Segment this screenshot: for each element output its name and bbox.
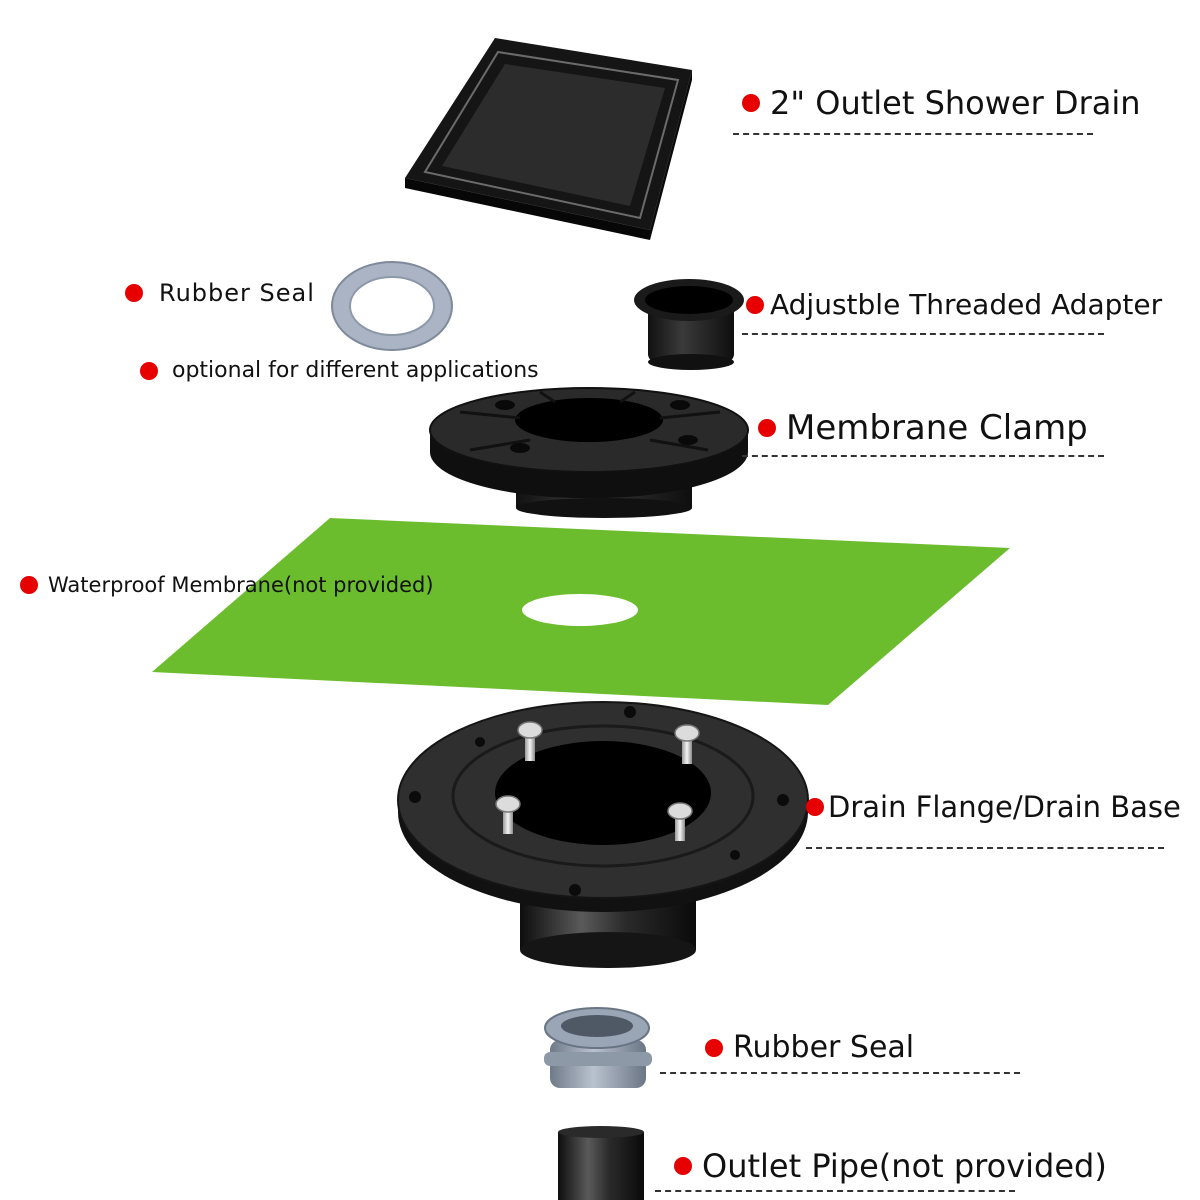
dashed-leader-line: [742, 455, 1104, 457]
label-rubber-seal-top: Rubber Seal: [125, 279, 315, 307]
red-dot-bullet: [705, 1039, 723, 1057]
red-dot-bullet: [758, 419, 776, 437]
dashed-leader-line: [806, 847, 1164, 849]
membrane-clamp-part: [430, 388, 748, 518]
waterproof-membrane-sheet: [152, 518, 1010, 705]
dashed-leader-line: [733, 133, 1093, 135]
label-shower-drain: 2" Outlet Shower Drain: [742, 84, 1141, 122]
label-text: Waterproof Membrane(not provided): [48, 573, 434, 597]
label-text: Drain Flange/Drain Base: [828, 790, 1181, 824]
dashed-leader-line: [660, 1072, 1020, 1074]
red-dot-bullet: [20, 576, 38, 594]
label-outlet-pipe: Outlet Pipe(not provided): [674, 1147, 1107, 1185]
label-threaded-adapter: Adjustble Threaded Adapter: [746, 288, 1162, 321]
label-rubber-seal-bottom: Rubber Seal: [705, 1030, 914, 1065]
rubber-seal-top-ring: [332, 262, 452, 350]
red-dot-bullet: [125, 284, 143, 302]
label-text: 2" Outlet Shower Drain: [770, 84, 1141, 122]
label-text: Rubber Seal: [733, 1030, 914, 1065]
red-dot-bullet: [140, 362, 158, 380]
red-dot-bullet: [742, 94, 760, 112]
label-text: Outlet Pipe(not provided): [702, 1147, 1107, 1185]
label-text: Rubber Seal: [159, 279, 315, 307]
label-text: Membrane Clamp: [786, 408, 1088, 448]
shower-drain-grate: [405, 38, 692, 240]
label-text: optional for different applications: [172, 358, 539, 383]
red-dot-bullet: [746, 296, 764, 314]
outlet-pipe-part: [558, 1126, 644, 1200]
red-dot-bullet: [674, 1157, 692, 1175]
rubber-seal-bottom-part: [544, 1008, 652, 1088]
dashed-leader-line: [655, 1190, 1015, 1192]
dashed-leader-line: [742, 333, 1104, 335]
label-optional-note: optional for different applications: [140, 358, 539, 383]
label-waterproof-membrane: Waterproof Membrane(not provided): [20, 573, 434, 597]
red-dot-bullet: [806, 798, 824, 816]
drain-flange-part: [398, 702, 808, 968]
label-text: Adjustble Threaded Adapter: [770, 288, 1162, 321]
label-membrane-clamp: Membrane Clamp: [758, 408, 1088, 448]
label-drain-flange: Drain Flange/Drain Base: [806, 790, 1181, 824]
threaded-adapter-part: [634, 279, 744, 370]
